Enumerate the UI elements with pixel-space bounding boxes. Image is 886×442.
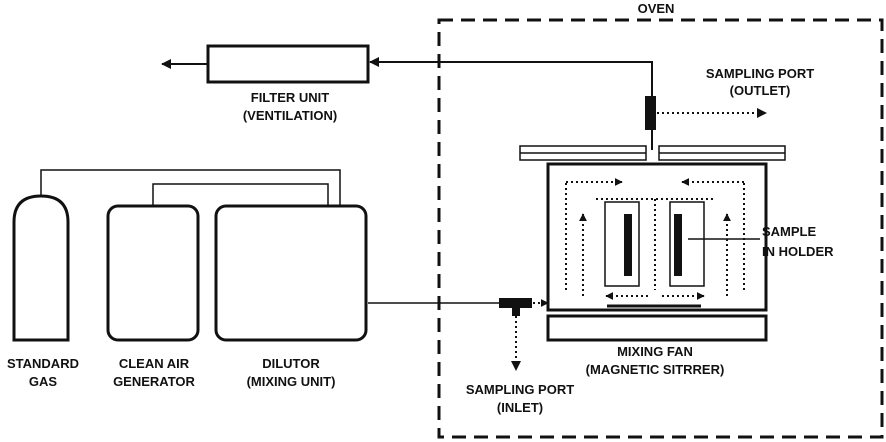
clean-air-line — [152, 183, 329, 206]
outlet-port-label-line2: (OUTLET) — [730, 83, 791, 98]
filter-unit — [206, 44, 370, 84]
sample-holder-left — [604, 201, 640, 287]
oven-enclosure — [437, 18, 884, 439]
std-label-line1: STANDARD — [7, 356, 79, 371]
inlet-port-label-line2: (INLET) — [497, 400, 543, 415]
sample-left — [624, 214, 632, 276]
sample-right — [674, 214, 682, 276]
outlet-pipe — [369, 57, 653, 150]
outlet-port-label-line1: SAMPLING PORT — [706, 66, 814, 81]
sample-label-line2: IN HOLDER — [762, 244, 834, 259]
outlet-sampling-port — [645, 96, 656, 130]
filter-label-line1: FILTER UNIT — [251, 90, 330, 105]
inlet-sampling-stem — [512, 306, 520, 316]
fan-label-line1: MIXING FAN — [617, 344, 693, 359]
sample-holder-right — [669, 201, 705, 287]
dilutor-unit — [214, 204, 368, 342]
std-label-line2: GAS — [29, 374, 58, 389]
inlet-sampling-port — [499, 298, 532, 308]
standard-gas-cylinder — [12, 194, 70, 342]
clean-label-line1: CLEAN AIR — [119, 356, 190, 371]
fan-label-line2: (MAGNETIC SITRRER) — [586, 362, 725, 377]
mixing-chamber — [546, 162, 768, 312]
mixing-fan — [546, 314, 768, 342]
dilutor-label-line1: DILUTOR — [262, 356, 320, 371]
clean-air-generator — [106, 204, 200, 342]
dilutor-label-line2: (MIXING UNIT) — [247, 374, 336, 389]
clean-label-line2: GENERATOR — [113, 374, 195, 389]
oven-label: OVEN — [638, 1, 675, 16]
filter-label-line2: (VENTILATION) — [243, 108, 337, 123]
inlet-port-label-line1: SAMPLING PORT — [466, 382, 574, 397]
standard-gas-line — [40, 169, 341, 206]
sample-label-line1: SAMPLE — [762, 224, 817, 239]
